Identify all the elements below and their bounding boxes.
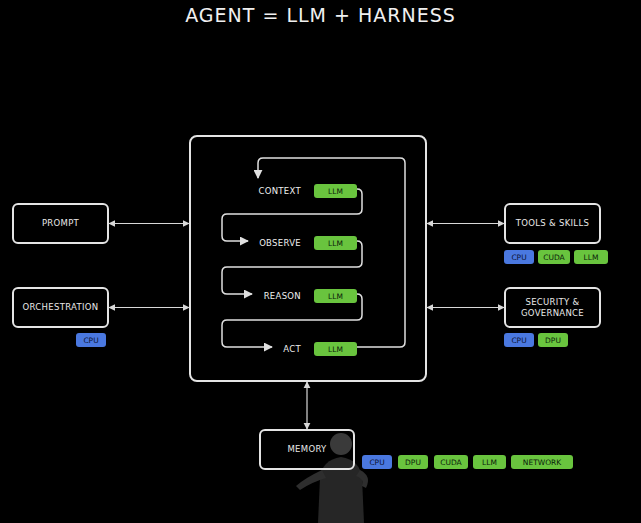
hardware-tag: LLM [314, 342, 357, 356]
presenter-body [318, 457, 364, 523]
component-box: TOOLS & SKILLS [504, 203, 601, 244]
tag-label: CPU [369, 458, 384, 467]
component-box: SECURITY & GOVERNANCE [504, 287, 601, 328]
component-box: ORCHESTRATION [12, 287, 109, 328]
bidirectional-arrow [427, 307, 504, 308]
hardware-tag: CUDA [538, 250, 570, 264]
loop-step-label: OBSERVE [211, 237, 301, 249]
hardware-tag: LLM [314, 236, 357, 250]
bidirectional-arrow [109, 307, 189, 308]
component-label: PROMPT [42, 218, 79, 229]
presenter-head [330, 433, 352, 455]
tag-label: LLM [328, 292, 343, 301]
tag-label: LLM [328, 345, 343, 354]
hardware-tag: CPU [76, 333, 106, 347]
tag-label: LLM [328, 239, 343, 248]
tag-label: NETWORK [523, 458, 561, 467]
presenter-arm [356, 470, 368, 488]
tag-label: CUDA [543, 253, 565, 262]
tag-label: CPU [511, 253, 526, 262]
hardware-tag: LLM [574, 250, 608, 264]
component-box: MEMORY [259, 429, 355, 470]
component-label: SECURITY & GOVERNANCE [510, 297, 595, 319]
tag-label: LLM [482, 458, 497, 467]
bidirectional-arrow [427, 223, 504, 224]
hardware-tag: DPU [538, 333, 568, 347]
hardware-tag: CPU [504, 250, 534, 264]
agent-loop-box: CONTEXT OBSERVE REASON ACT LLM LLM LLM LLM [189, 135, 427, 382]
tag-label: CPU [83, 336, 98, 345]
loop-step-label: REASON [211, 290, 301, 302]
component-label: TOOLS & SKILLS [516, 218, 589, 229]
hardware-tag: CPU [504, 333, 534, 347]
bidirectional-arrow [109, 223, 189, 224]
presenter-arm [296, 470, 326, 490]
hardware-tag: NETWORK [511, 455, 573, 469]
tag-label: LLM [328, 187, 343, 196]
tag-label: CPU [511, 336, 526, 345]
component-label: MEMORY [287, 444, 326, 455]
hardware-tag: CPU [362, 455, 392, 469]
loop-step-label: ACT [211, 343, 301, 355]
component-label: ORCHESTRATION [23, 302, 99, 313]
hardware-tag: CUDA [434, 455, 468, 469]
hardware-tag: LLM [314, 184, 357, 198]
hardware-tag: LLM [473, 455, 506, 469]
diagram-title: AGENT = LLM + HARNESS [0, 4, 641, 26]
bidirectional-arrow [306, 382, 307, 429]
hardware-tag: LLM [314, 289, 357, 303]
tag-label: DPU [405, 458, 421, 467]
loop-step-label: CONTEXT [211, 185, 301, 197]
tag-label: DPU [545, 336, 561, 345]
component-box: PROMPT [12, 203, 109, 244]
tag-label: CUDA [440, 458, 462, 467]
tag-label: LLM [584, 253, 599, 262]
hardware-tag: DPU [398, 455, 428, 469]
